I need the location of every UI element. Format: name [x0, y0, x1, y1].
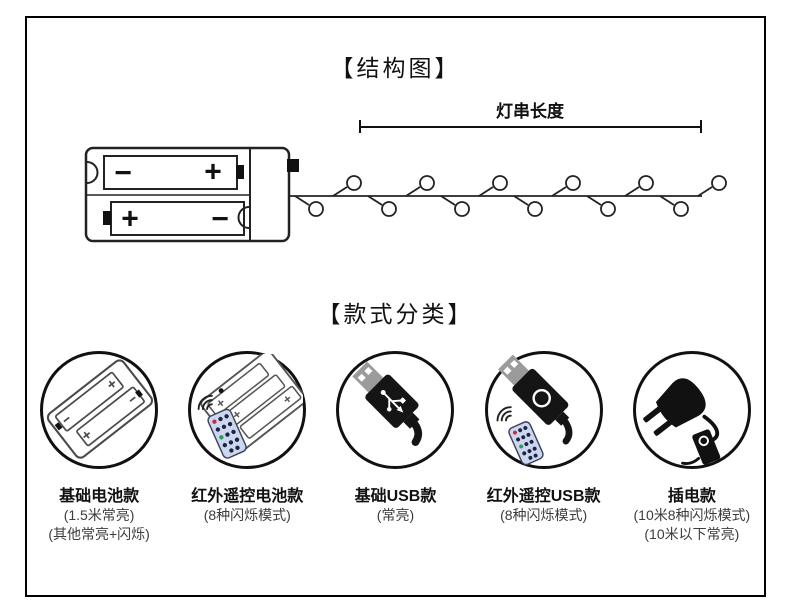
battery-sign: − [114, 157, 132, 190]
variant-card-usb: 基础USB款 (常亮) [321, 351, 469, 544]
variant-note: (10米8种闪烁模式) [633, 507, 751, 523]
variant-card-battery: 基础电池款 (1.5米常亮) (其他常亮+闪烁) [25, 351, 173, 544]
light-string-drawing [289, 175, 727, 217]
structure-section-title: 【结构图】 [330, 55, 461, 81]
length-measure-line [359, 120, 702, 133]
ir-signal-arcs [496, 406, 512, 422]
ir-remote [207, 408, 248, 459]
variant-name: 红外遥控电池款 [191, 488, 304, 505]
variants-section-title: 【款式分类】 [317, 301, 474, 327]
variant-card-remote-battery: 红外遥控电池款 (8种闪烁模式) [173, 351, 321, 544]
ir-remote [507, 421, 544, 466]
variant-note: (10米以下常亮) [644, 525, 740, 542]
battery-sign: − [211, 203, 229, 236]
structure-diagram: − + + − [84, 120, 727, 243]
variant-name: 基础电池款 [59, 488, 140, 505]
variant-note: (常亮) [376, 507, 415, 523]
variant-name: 红外遥控USB款 [486, 488, 601, 505]
outer-border [25, 16, 766, 597]
battery-pack-drawing: − + + − [84, 146, 299, 243]
switch-nub [287, 159, 299, 172]
variant-card-remote-usb: 红外遥控USB款 (8种闪烁模式) [470, 351, 618, 544]
variant-row: 基础电池款 (1.5米常亮) (其他常亮+闪烁) [25, 351, 766, 544]
string-length-label: 灯串长度 [496, 102, 564, 121]
battery-sign: + [204, 156, 222, 189]
usb-trident [381, 390, 407, 413]
inline-controller [692, 429, 721, 465]
battery-box-icon [40, 351, 159, 469]
variant-name: 基础USB款 [354, 488, 437, 505]
power-plug-icon [632, 351, 751, 469]
variant-note: (8种闪烁模式) [500, 507, 588, 523]
variant-note: (其他常亮+闪烁) [48, 525, 150, 542]
variant-name: 插电款 [667, 488, 716, 505]
variant-note: (8种闪烁模式) [203, 507, 291, 523]
variant-note: (1.5米常亮) [63, 507, 135, 523]
usb-plug-icon [336, 351, 455, 469]
remote-usb-icon [484, 351, 603, 469]
variant-card-plug: 插电款 (10米8种闪烁模式) (10米以下常亮) [618, 351, 766, 544]
remote-battery-icon [188, 351, 307, 469]
battery-sign: + [121, 203, 139, 236]
ir-signal-arcs [197, 394, 214, 410]
